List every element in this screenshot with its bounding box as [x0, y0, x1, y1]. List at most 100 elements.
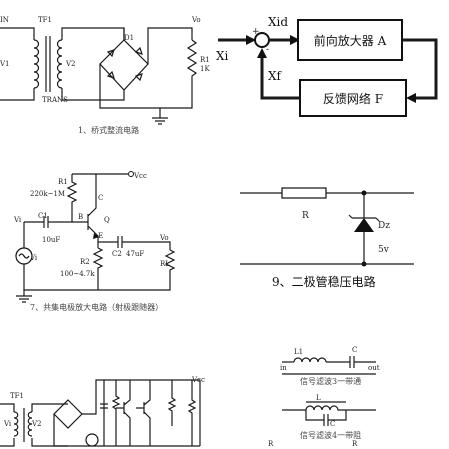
output-wire: [402, 38, 438, 100]
label-d1: D1: [124, 34, 134, 42]
bs-capacitor: [305, 410, 347, 426]
resistor-rl: [164, 249, 176, 282]
label-c: C: [98, 194, 103, 202]
zener-regulator-panel: R Dz 5v 9、二极管稳压电路: [240, 187, 414, 289]
label-b: B: [78, 213, 83, 221]
label-c1: C1: [38, 212, 48, 220]
bottom-primary-wires: [0, 403, 15, 447]
bottom-meter: [85, 433, 99, 447]
label-plus: +: [252, 27, 260, 37]
summing-junction: [254, 32, 270, 48]
bottom-filter-cap: [100, 380, 108, 446]
bs-inductor: [305, 405, 346, 411]
primary-wires: [0, 27, 35, 101]
label-trans: TRANS: [42, 96, 68, 104]
resistor-r1: [66, 174, 78, 222]
bridge-output-negative: [99, 64, 193, 109]
label-in: IN: [0, 16, 9, 24]
bp-capacitor: [326, 356, 376, 368]
label-r-b: R: [268, 440, 274, 448]
primary-coil: [33, 39, 40, 89]
follower-ground: [16, 290, 32, 303]
emitter-arrow: [93, 233, 99, 239]
label-c2-value: 47uF: [126, 250, 144, 258]
ground-rail: [23, 264, 171, 291]
label-c: C: [352, 346, 357, 354]
follower-caption: 7、共集电极放大电路（射极跟随器）: [30, 302, 163, 312]
label-c1-value: 10uF: [42, 236, 60, 244]
label-e: E: [98, 232, 103, 240]
label-c2: C2: [112, 250, 122, 258]
label-l: L: [316, 394, 321, 402]
power-supply-panel: TF1 Vi V2 Vcc R R: [0, 376, 358, 448]
feedback-return-wire: [260, 52, 300, 100]
label-vi-b: Vi: [3, 420, 12, 428]
bottom-resistor-3: [187, 380, 197, 446]
input-capacitor-c1: [24, 216, 72, 228]
label-vi-source: Vi: [29, 254, 38, 262]
ground-symbol: [152, 108, 168, 125]
label-5v: 5v: [378, 245, 390, 255]
load-resistor: [186, 39, 198, 84]
feedback-block-panel: Xi Xid Xf + - 前向放大器 A 反馈网络 F: [216, 15, 438, 117]
label-vi: Vi: [13, 216, 22, 224]
label-vo: Vo: [191, 16, 201, 24]
label-r2-value: 100~4.7k: [60, 270, 95, 278]
summer-arrowhead: [257, 48, 267, 58]
label-r2-b: R: [352, 440, 358, 448]
label-xi: Xi: [216, 49, 229, 63]
bridge-output-positive: [123, 27, 193, 64]
emitter-follower-panel: Vcc R1 220k~1M C1 10uF Vi Vi B C E Q R2 …: [13, 171, 176, 312]
filter-panel: L1 C in out 信号滤波3一带通 L C 信号滤波4一带阻: [280, 346, 380, 440]
bridge-caption: 1、桥式整流电路: [78, 125, 139, 135]
label-xid: Xid: [268, 15, 288, 29]
label-r1-value: 1K: [200, 65, 210, 73]
bottom-rails: [53, 379, 200, 447]
bottom-transistor-2: [136, 380, 151, 446]
amplifier-label: 前向放大器 A: [314, 33, 387, 48]
bridge-rectifier-panel: IN V1 TF1 V2 TRANS D1 Vo R1 1K 1、桥式整流电路: [0, 16, 210, 135]
label-tf1-b: TF1: [10, 392, 24, 400]
bottom-primary-coil: [13, 411, 19, 437]
feedback-block: [299, 79, 407, 117]
bandstop-caption: 信号滤波4一带阻: [300, 430, 361, 440]
zener-diode: [354, 218, 374, 232]
bottom-secondary-coil: [27, 411, 33, 437]
resistor-r: [281, 187, 327, 199]
bottom-transistor-1: [116, 380, 131, 446]
label-r1: R1: [58, 178, 68, 186]
input-arrowhead: [246, 35, 256, 45]
label-v2-b: V2: [31, 420, 42, 428]
label-l1: L1: [294, 348, 303, 356]
label-q: Q: [104, 216, 110, 224]
label-vcc: Vcc: [133, 172, 147, 180]
label-vo: Vo: [159, 234, 169, 242]
bottom-resistor-2: [167, 380, 177, 426]
feedback-arrowhead: [406, 93, 416, 103]
label-r2: R2: [80, 258, 90, 266]
amp-input-arrowhead: [290, 35, 300, 45]
bottom-resistor-1: [111, 380, 121, 446]
label-v1: V1: [0, 60, 10, 68]
label-dz: Dz: [378, 221, 390, 231]
zener-caption: 9、二极管稳压电路: [272, 274, 376, 289]
bridge-diamond: [99, 39, 149, 91]
vcc-terminal: [128, 171, 134, 177]
zener-bar: [348, 214, 380, 222]
label-out: out: [368, 364, 380, 372]
feedback-label: 反馈网络 F: [323, 91, 383, 106]
bp-inductor: [293, 357, 327, 363]
transistor-q: [72, 174, 99, 248]
label-c-bottom: C: [330, 420, 335, 428]
bottom-bridge: [53, 399, 83, 429]
label-r1-value: 220k~1M: [30, 190, 65, 198]
bandpass-caption: 信号滤波3一带通: [300, 376, 361, 386]
sine-glyph: [18, 253, 30, 259]
resistor-r2: [92, 247, 104, 290]
label-minus: -: [266, 45, 269, 55]
label-r1: R1: [200, 56, 210, 64]
secondary-coil: [56, 39, 63, 89]
label-v2: V2: [65, 60, 76, 68]
output-capacitor-c2: [98, 236, 171, 250]
